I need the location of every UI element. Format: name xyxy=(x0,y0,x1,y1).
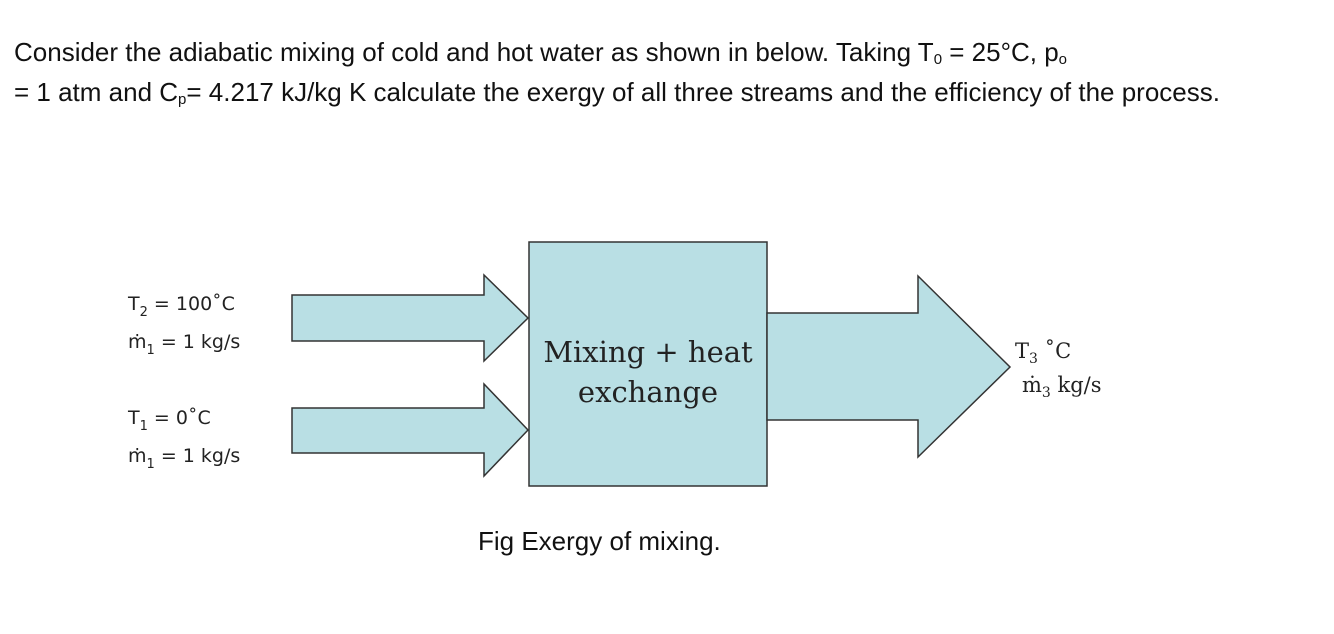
cold-inlet-temperature: T1 = 0˚C xyxy=(127,407,211,434)
outlet-arrow xyxy=(766,274,1012,459)
cold-inlet-massflow: ṁ1 = 1 kg/s xyxy=(128,445,240,472)
box-label-line1: Mixing + heat xyxy=(543,335,753,369)
hot-inlet-massflow: ṁ1 = 1 kg/s xyxy=(128,331,240,358)
outlet-temperature: T3 ˚C xyxy=(1015,339,1071,367)
outlet-massflow: ṁ3 kg/s xyxy=(1022,373,1102,401)
hot-inlet-temperature: T2 = 100˚C xyxy=(127,293,235,320)
mixing-box xyxy=(528,241,768,487)
box-label-line2: exchange xyxy=(578,375,718,409)
problem-statement: Consider the adiabatic mixing of cold an… xyxy=(14,37,1220,108)
cold-inlet-arrow xyxy=(291,382,530,478)
hot-inlet-arrow xyxy=(291,273,530,363)
figure-caption: Fig Exergy of mixing. xyxy=(478,526,721,556)
